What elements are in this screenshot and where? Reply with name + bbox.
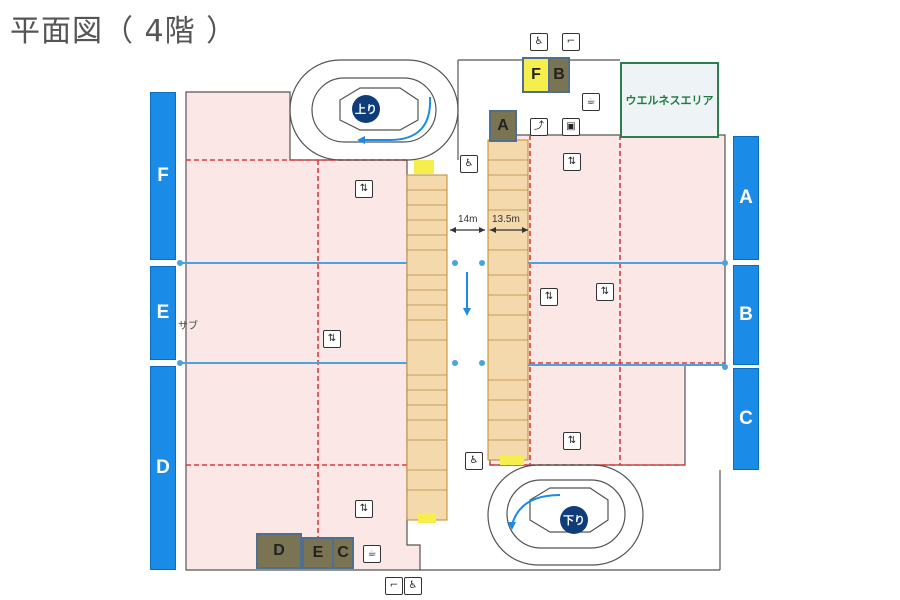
elevator-icon[interactable]: ⇅ (355, 500, 373, 518)
tag-c: C (332, 537, 354, 569)
tag-b: B (548, 57, 570, 93)
elevator-icon[interactable]: ⇅ (355, 180, 373, 198)
smoking-icon[interactable]: ⌐ (562, 33, 580, 51)
ramp-down (487, 464, 644, 566)
tag-d: D (256, 533, 302, 569)
zone-tab-c[interactable]: C (733, 368, 759, 470)
page-title: 平面図（ 4階 ） (10, 14, 238, 49)
ramp-up-label: 上り (352, 95, 380, 123)
wellness-area[interactable]: ウエルネスエリア (620, 62, 719, 138)
elevator-icon[interactable]: ⇅ (563, 432, 581, 450)
ramp-up-arrowhead (357, 136, 365, 144)
tag-e: E (302, 537, 334, 569)
smoking-icon[interactable]: ⌐ (385, 577, 403, 595)
escalator-icon[interactable]: ⤴ (530, 118, 548, 136)
tag-a: A (489, 110, 517, 142)
core-right (487, 139, 529, 465)
restroom-icon[interactable]: ♿ (530, 33, 548, 51)
ramp-up-arrow (365, 96, 432, 141)
core-left (406, 160, 448, 523)
sub-label: サブ (178, 321, 198, 332)
ramp-down-arrow (511, 494, 561, 526)
walkway-arrowhead (463, 308, 471, 316)
elevator-icon[interactable]: ⇅ (596, 283, 614, 301)
zone-tab-f[interactable]: F (150, 92, 176, 260)
dimension-14m: 14m (458, 214, 478, 225)
restroom-icon[interactable]: ♿ (404, 577, 422, 595)
elevator-icon[interactable]: ⇅ (323, 330, 341, 348)
dimension-arrowheads (450, 227, 528, 233)
zone-tab-a[interactable]: A (733, 136, 759, 260)
tag-f: F (522, 57, 550, 93)
restroom-icon[interactable]: ♿ (460, 155, 478, 173)
elevator-icon[interactable]: ⇅ (563, 153, 581, 171)
save-icon[interactable]: ▣ (562, 118, 580, 136)
coffee-icon[interactable]: ☕ (582, 93, 600, 111)
section-lines (180, 262, 725, 366)
ramp-down-label: 下り (560, 506, 588, 534)
restroom-icon[interactable]: ♿ (465, 452, 483, 470)
zone-tab-d[interactable]: D (150, 366, 176, 570)
building-outline (185, 91, 726, 571)
ramp-down-arrowhead (508, 522, 516, 530)
section-dots (177, 260, 728, 370)
zone-tab-b[interactable]: B (733, 265, 759, 365)
dimension-13-5m: 13.5m (492, 214, 520, 225)
elevator-icon[interactable]: ⇅ (540, 288, 558, 306)
zone-tab-e[interactable]: E (150, 266, 176, 360)
coffee-icon[interactable]: ☕ (363, 545, 381, 563)
